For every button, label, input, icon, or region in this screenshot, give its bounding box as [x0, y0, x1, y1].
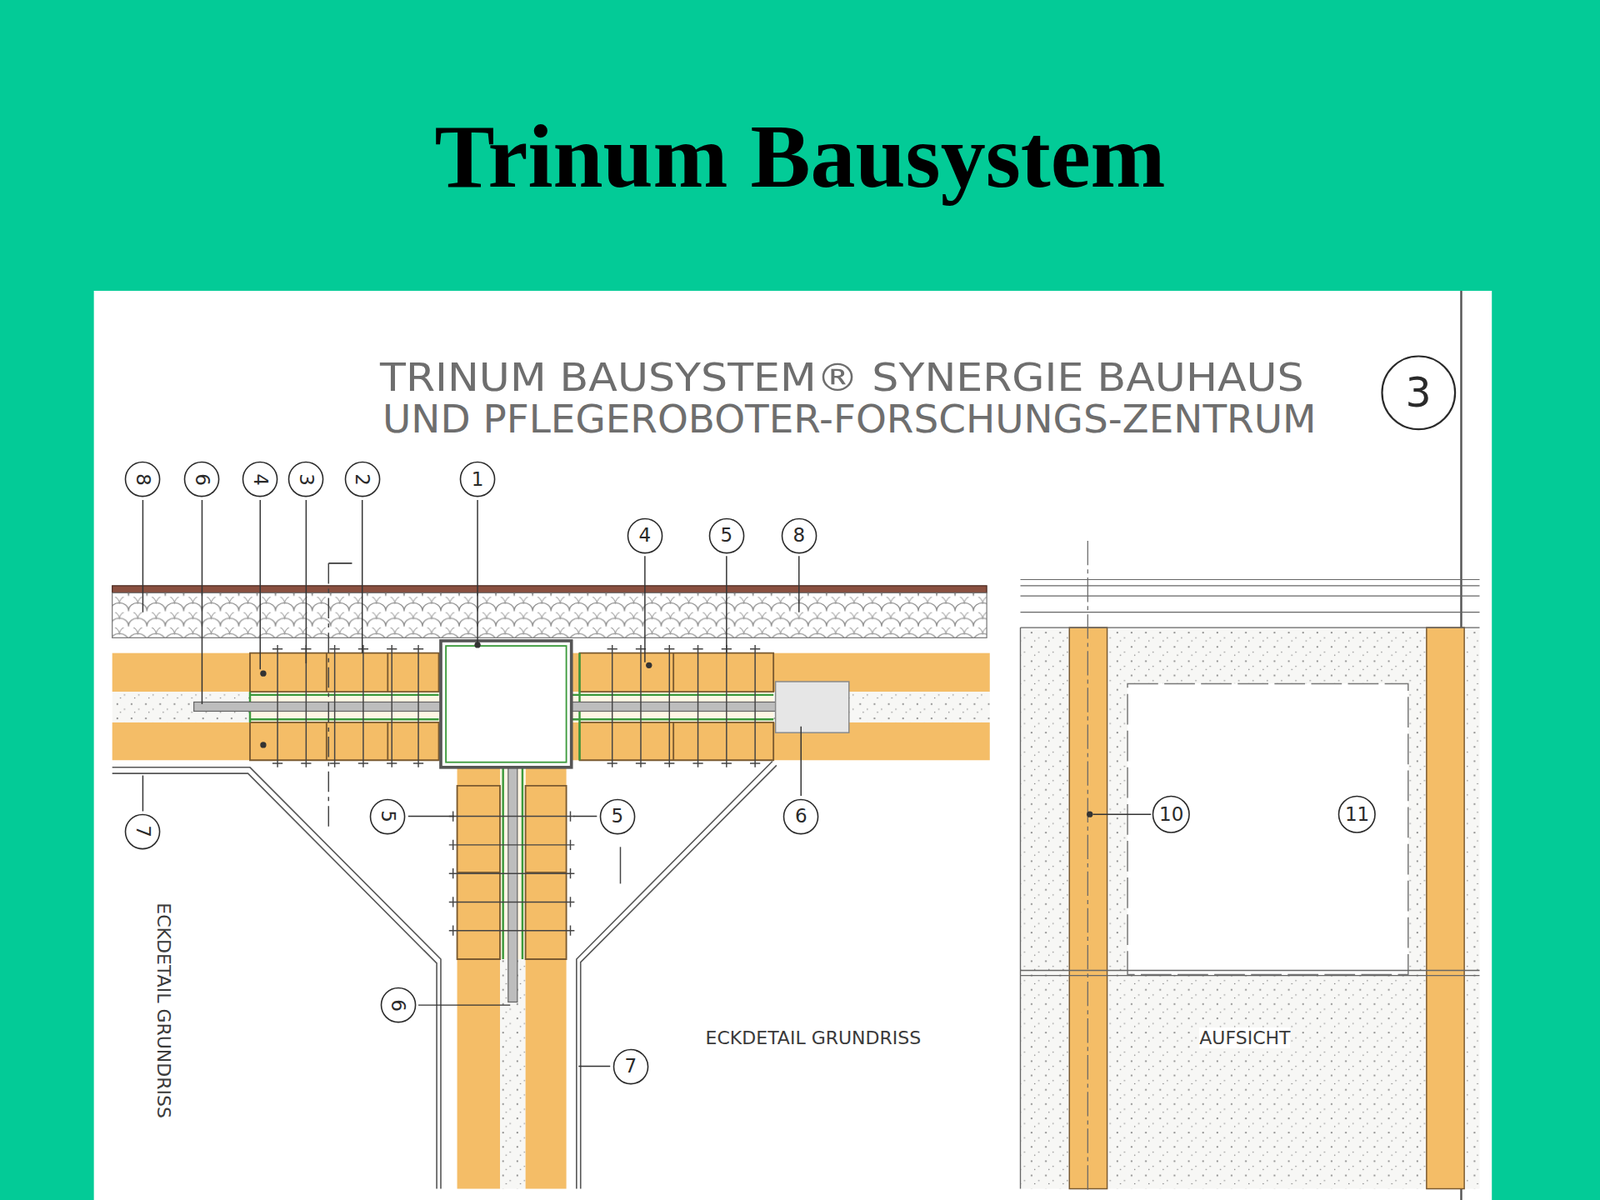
callout-text: 1 [471, 470, 485, 490]
section-line [328, 563, 330, 827]
concrete-area [1020, 627, 1070, 1189]
callout-text: 5 [378, 810, 398, 823]
callout-number: 7 [612, 1048, 650, 1085]
callout-circle-outline [185, 462, 220, 497]
callout-number: 8 [780, 517, 818, 555]
wood-panel [525, 767, 567, 1190]
callout-number: 8 [124, 460, 161, 498]
callout-circle-outline [600, 799, 635, 834]
callout-text: 5 [610, 806, 624, 826]
callout-circle-outline [370, 799, 405, 834]
bolt [607, 645, 761, 768]
callout-text: 8 [792, 525, 805, 545]
callout-number: 5 [369, 798, 406, 835]
callout-number: 2 [344, 460, 381, 498]
section-tick [328, 562, 352, 565]
callout-text: 6 [388, 999, 408, 1012]
callout-circle-outline [125, 462, 160, 497]
reference-dot [260, 741, 266, 748]
callout-circle-outline [709, 518, 744, 553]
cladding-line [112, 767, 441, 1190]
paper-panel [94, 290, 1493, 1200]
callout-number: 3 [1380, 355, 1457, 431]
anchor-bar [194, 701, 441, 711]
cladding-line [576, 760, 777, 1189]
connector-box [775, 681, 850, 733]
callout-text: 11 [1345, 805, 1370, 825]
callout-circle-outline [345, 462, 380, 497]
plan-line [1020, 580, 1480, 613]
callout-number: 10 [1151, 795, 1191, 835]
callout-number: 6 [183, 460, 220, 498]
plan-line [1020, 627, 1480, 1189]
column [440, 640, 572, 768]
concrete-area [1127, 974, 1409, 1189]
callout-text: 7 [133, 825, 153, 839]
anchor-bar [571, 701, 786, 711]
callout-circle-outline [784, 799, 819, 834]
concrete-area [1408, 683, 1427, 1189]
leader-line [142, 500, 1151, 1067]
wood-panel [457, 767, 500, 1190]
callout-circle-outline [380, 988, 415, 1023]
callout-circle-outline [243, 462, 278, 497]
section-line [620, 846, 621, 884]
callout-circle-outline [613, 1049, 648, 1084]
callout-circle-outline [627, 518, 662, 553]
callout-text: 6 [795, 806, 808, 826]
slab-outline [1127, 683, 1409, 975]
callout-number: 5 [599, 798, 636, 835]
drawing-heading: TRINUM BAUSYSTEM® SYNERGIE BAUHAUS [380, 355, 1305, 400]
callout-text: 8 [133, 473, 153, 486]
concrete-area [1107, 683, 1128, 1189]
callout-text: 2 [352, 473, 372, 486]
callout-number: 6 [782, 798, 820, 835]
callout-number: 1 [459, 460, 496, 498]
view-label: ECKDETAIL GRUNDRISS [152, 902, 174, 1119]
concrete-core [500, 767, 526, 1190]
concrete-area [1107, 627, 1427, 684]
insulation-layer [112, 592, 987, 638]
callout-number: 5 [708, 517, 745, 555]
callout-text: 3 [1405, 372, 1431, 414]
callout-number: 4 [241, 460, 279, 498]
callout-text: 4 [250, 473, 270, 486]
reference-dot [260, 670, 266, 676]
cladding-strip [112, 585, 987, 594]
concrete-area [1464, 627, 1480, 1189]
wood-column [1426, 627, 1465, 1189]
callout-text: 5 [720, 525, 734, 545]
bolt [272, 645, 424, 768]
callout-circle-outline [460, 462, 495, 497]
reference-dot [1086, 810, 1093, 817]
callout-text: 4 [639, 525, 652, 545]
callout-number: 3 [287, 460, 325, 498]
view-label: AUFSICHT [1199, 1027, 1290, 1049]
anchor-bar [508, 767, 518, 1003]
callout-text: 7 [624, 1056, 637, 1076]
callout-number: 11 [1337, 795, 1377, 835]
callout-number: 6 [380, 986, 417, 1024]
callout-number: 4 [626, 517, 664, 555]
callout-circle-outline [1153, 795, 1190, 833]
callout-circle-outline [289, 462, 324, 497]
slide-title: Trinum Bausystem [0, 111, 1600, 202]
reference-dot [645, 662, 652, 669]
callout-number: 7 [124, 813, 161, 850]
callout-circle-outline [125, 814, 160, 849]
callout-text: 3 [296, 473, 316, 486]
callout-text: 10 [1159, 805, 1184, 825]
callout-circle-outline [1339, 795, 1376, 833]
view-label: ECKDETAIL GRUNDRISS [705, 1027, 922, 1049]
drawing-heading: UND PFLEGEROBOTER-FORSCHUNGS-ZENTRUM [382, 397, 1316, 442]
bolt [449, 810, 575, 935]
callout-circle-outline [1381, 356, 1455, 430]
center-line [1087, 540, 1089, 1195]
callout-circle-outline [781, 518, 816, 553]
callout-text: 6 [192, 473, 212, 486]
column-lining [445, 645, 566, 763]
